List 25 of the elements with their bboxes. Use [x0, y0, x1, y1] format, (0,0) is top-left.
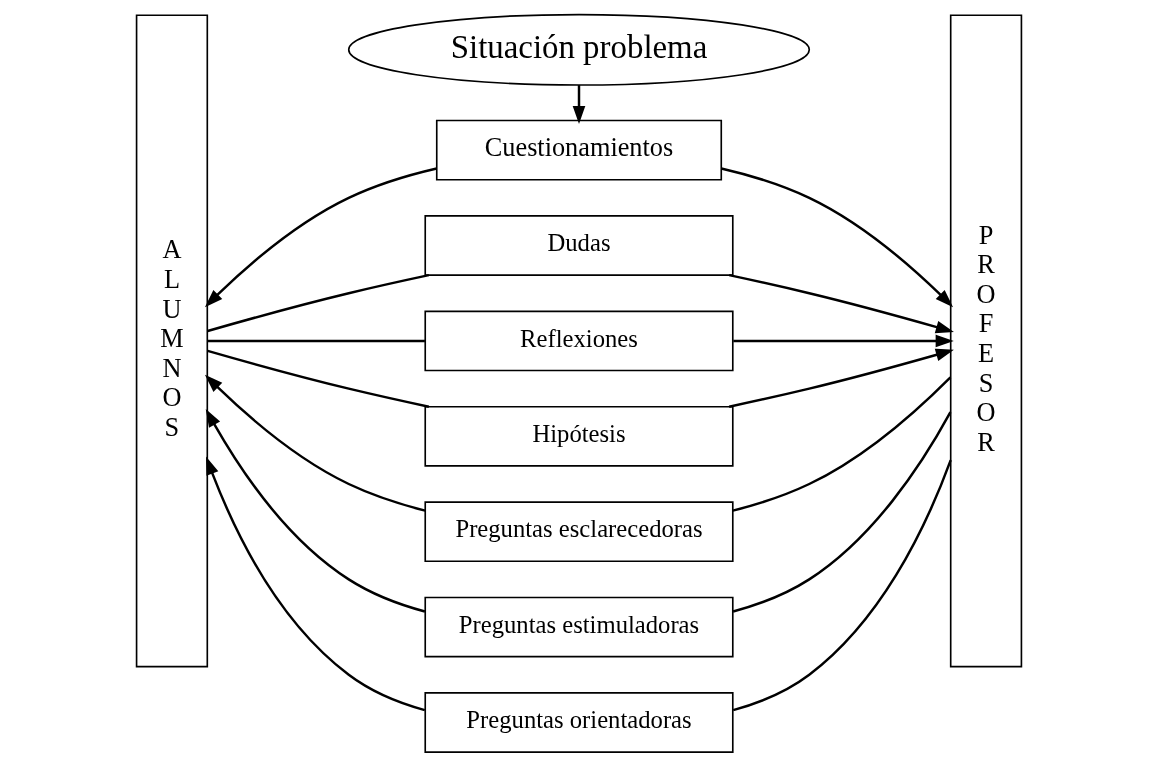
node-box: Cuestionamientos	[435, 119, 723, 181]
connector	[207, 349, 430, 408]
arrow	[204, 167, 437, 308]
node-box: Reflexiones	[424, 310, 734, 372]
arrow	[721, 167, 954, 308]
connector	[207, 273, 430, 333]
node-box: P R O F E S O R	[949, 14, 1023, 668]
arrow	[728, 273, 954, 334]
connector	[732, 376, 952, 512]
node-box: A L U M N O S	[135, 14, 209, 668]
arrow	[728, 348, 954, 408]
arrow	[205, 408, 426, 613]
node-box: Preguntas esclarecedoras	[424, 501, 734, 563]
node-ellipse: Situación problema	[347, 13, 811, 86]
arrow	[206, 456, 426, 712]
arrow	[572, 85, 586, 125]
connector	[732, 411, 952, 613]
connector	[207, 339, 425, 343]
connector	[732, 459, 952, 712]
node-box: Preguntas estimuladoras	[424, 596, 734, 658]
arrow	[733, 334, 954, 348]
node-box: Dudas	[424, 215, 734, 276]
node-box: Preguntas orientadoras	[424, 692, 734, 753]
node-box: Hipótesis	[424, 405, 734, 467]
arrow	[204, 374, 426, 512]
